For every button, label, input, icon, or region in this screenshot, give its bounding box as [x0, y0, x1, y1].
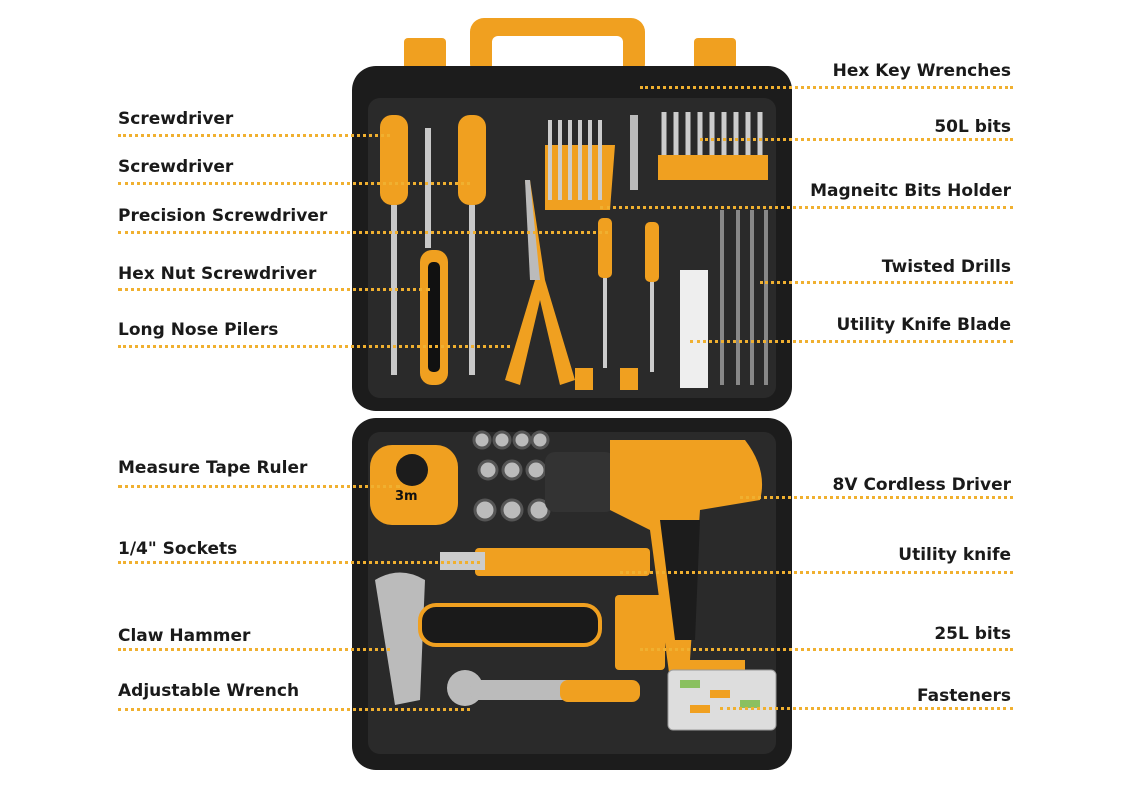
label-cordless-driver: 8V Cordless Driver — [832, 475, 1011, 495]
leader-line — [690, 340, 1013, 343]
label-50l-bits: 50L bits — [934, 117, 1011, 137]
label-magnetic-bits-holder: Magneitc Bits Holder — [810, 181, 1011, 201]
leader-line — [118, 288, 430, 291]
measure-tape: 3m — [370, 445, 458, 525]
label-twisted-drills: Twisted Drills — [881, 257, 1011, 277]
cordless-driver — [545, 440, 763, 680]
label-hex-nut-screwdriver: Hex Nut Screwdriver — [118, 264, 317, 284]
label-25l-bits: 25L bits — [934, 624, 1011, 644]
label-adjustable-wrench: Adjustable Wrench — [118, 681, 300, 701]
leader-line — [720, 707, 1013, 710]
leader-line — [118, 134, 390, 137]
leader-line — [118, 485, 400, 488]
tape-size-label: 3m — [395, 489, 418, 504]
label-sockets: 1/4" Sockets — [118, 539, 238, 559]
leader-line — [118, 182, 470, 185]
label-utility-knife: Utility knife — [898, 545, 1011, 565]
fasteners-box — [667, 669, 777, 731]
adjustable-wrench — [447, 670, 640, 706]
leader-line — [620, 571, 1013, 574]
leader-line — [118, 231, 608, 234]
label-precision-screwdriver: Precision Screwdriver — [118, 206, 328, 226]
sockets — [472, 430, 551, 522]
label-fasteners: Fasteners — [917, 686, 1011, 706]
bits-25 — [615, 595, 665, 670]
label-hex-key-wrenches: Hex Key Wrenches — [832, 61, 1011, 81]
claw-hammer — [375, 572, 602, 705]
leader-line — [118, 345, 510, 348]
utility-blades-and-drills — [680, 210, 768, 388]
label-screwdriver-1: Screwdriver — [118, 109, 234, 129]
leader-line — [760, 281, 1013, 284]
label-claw-hammer: Claw Hammer — [118, 626, 251, 646]
leader-line — [118, 648, 390, 651]
label-measure-tape: Measure Tape Ruler — [118, 458, 308, 478]
label-utility-knife-blade: Utility Knife Blade — [836, 315, 1011, 335]
leader-line — [700, 138, 1013, 141]
long-nose-pliers — [505, 180, 575, 385]
label-screwdriver-2: Screwdriver — [118, 157, 234, 177]
leader-line — [600, 206, 1013, 209]
leader-line — [740, 496, 1013, 499]
precision-screwdrivers — [575, 218, 659, 390]
leader-line — [118, 708, 470, 711]
leader-line — [118, 561, 480, 564]
leader-line — [640, 648, 1013, 651]
label-long-nose-pliers: Long Nose Pilers — [118, 320, 279, 340]
bits-holder — [630, 112, 768, 190]
leader-line — [640, 86, 1013, 89]
hex-key-wrenches — [545, 120, 615, 210]
